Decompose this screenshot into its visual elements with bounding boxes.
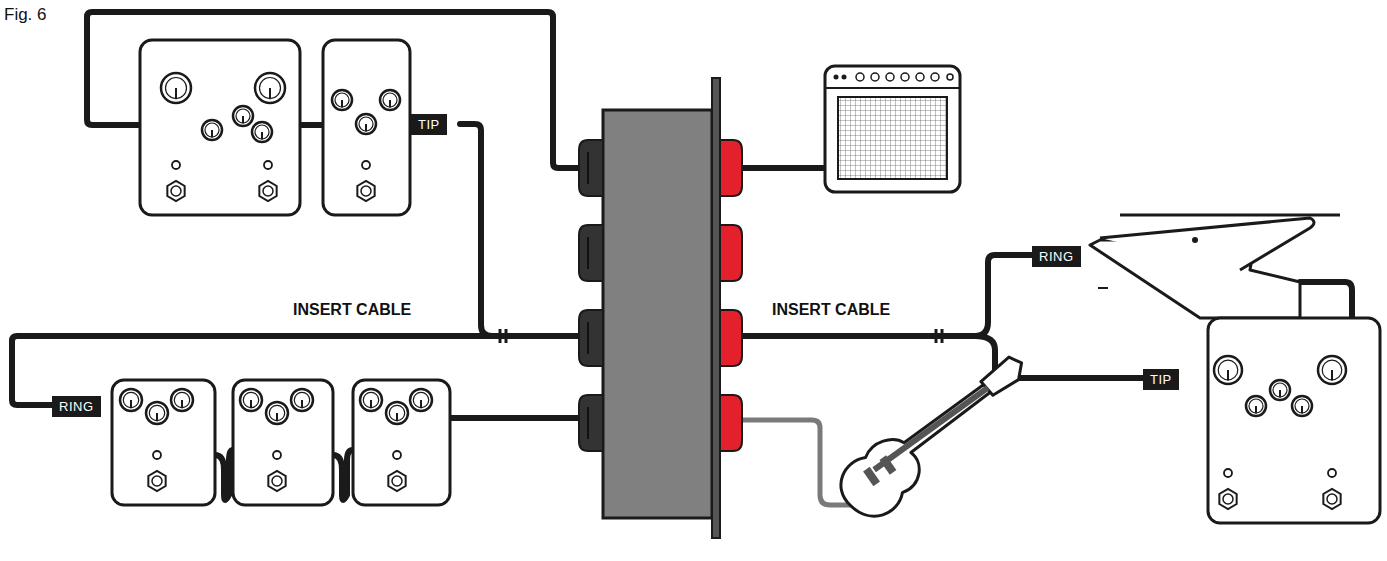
guitar-cable bbox=[740, 420, 852, 505]
cable bbox=[740, 255, 1035, 336]
input-jack bbox=[579, 395, 603, 451]
output-jack bbox=[720, 140, 742, 196]
effect-pedal bbox=[1208, 318, 1380, 523]
cable-tag: TIP bbox=[411, 114, 447, 135]
effect-pedal bbox=[353, 380, 450, 505]
cable-caption: INSERT CABLE bbox=[290, 301, 414, 319]
interface-unit bbox=[603, 78, 720, 538]
cable bbox=[740, 165, 823, 171]
guitar bbox=[830, 349, 1048, 528]
effect-pedal bbox=[140, 40, 300, 215]
figure-number: Fig. 6 bbox=[4, 6, 47, 23]
cable-tag: TIP bbox=[1143, 369, 1179, 390]
pedals bbox=[112, 40, 1380, 523]
cable bbox=[1300, 282, 1352, 318]
jacks bbox=[579, 140, 742, 451]
input-jack bbox=[579, 225, 603, 281]
cable bbox=[300, 122, 323, 128]
cable-caption: INSERT CABLE bbox=[769, 301, 893, 319]
cable bbox=[450, 415, 580, 421]
expression-pedal bbox=[1090, 215, 1340, 318]
cable bbox=[460, 124, 492, 336]
effect-pedal bbox=[323, 40, 410, 215]
cable bbox=[333, 450, 353, 500]
cable-tag: RING bbox=[1032, 246, 1081, 267]
effect-pedal bbox=[233, 380, 333, 505]
cable-tag: RING bbox=[52, 396, 101, 417]
output-jack bbox=[720, 225, 742, 281]
amplifier bbox=[825, 66, 960, 192]
input-jack bbox=[579, 140, 603, 196]
cable bbox=[215, 450, 233, 500]
output-jack bbox=[720, 310, 742, 366]
output-jack bbox=[720, 395, 742, 451]
effect-pedal bbox=[112, 380, 215, 505]
input-jack bbox=[579, 310, 603, 366]
